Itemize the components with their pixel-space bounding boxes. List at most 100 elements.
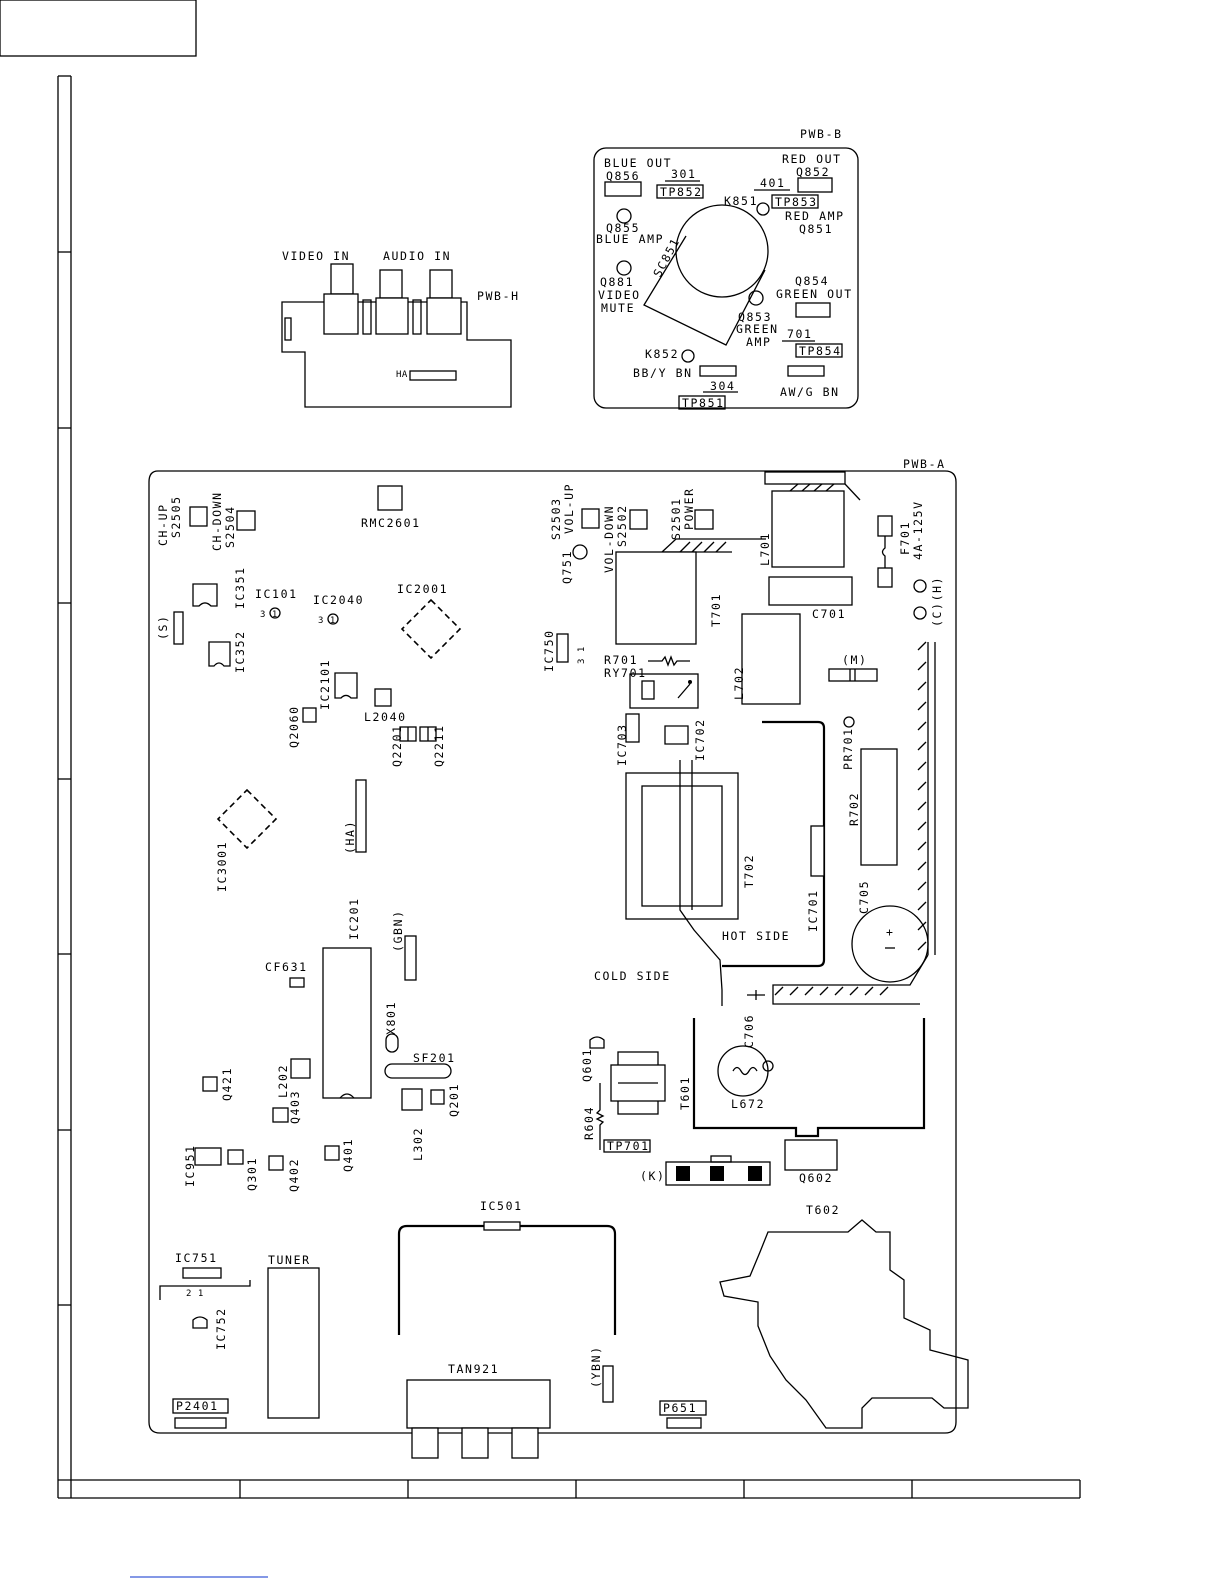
label-q421: Q421 <box>220 1067 234 1101</box>
ic752-part <box>192 1316 208 1329</box>
ic751-part <box>182 1267 222 1279</box>
filter-sf201 <box>384 1063 452 1079</box>
label-q403: Q403 <box>288 1090 302 1124</box>
label-p2401: P2401 <box>176 1399 219 1413</box>
label-q301: Q301 <box>245 1157 259 1191</box>
label-cf631: CF631 <box>265 960 308 974</box>
label-red-amp: RED AMP <box>785 209 845 223</box>
switch-s2502 <box>629 509 648 530</box>
label-ic752: IC752 <box>214 1307 228 1350</box>
label-q852: Q852 <box>796 165 830 179</box>
transformer-t702-frame <box>625 772 739 920</box>
label-q856: Q856 <box>606 169 640 183</box>
resistor-r702 <box>860 748 898 866</box>
ic2101-part <box>334 672 358 699</box>
video-in-jack <box>330 263 354 295</box>
label-sf201: SF201 <box>413 1051 456 1065</box>
q2060-part <box>302 707 317 723</box>
label-green-out: GREEN OUT <box>776 287 853 301</box>
label-ic2101: IC2101 <box>318 659 332 710</box>
label-m-connector: (M) <box>842 653 868 667</box>
pwb-h-outline <box>281 301 512 408</box>
audio-in-jack-left <box>379 269 403 299</box>
label-l672: L672 <box>731 1097 765 1111</box>
label-green: GREEN <box>736 322 779 336</box>
label-video-in: VIDEO IN <box>282 249 350 263</box>
label-blue-amp: BLUE AMP <box>596 232 664 246</box>
label-t601: T601 <box>678 1076 692 1110</box>
label-ha-connector: (HA) <box>343 820 357 854</box>
label-c701: C701 <box>812 607 846 621</box>
gbn-connector <box>404 935 417 981</box>
label-q854: Q854 <box>795 274 829 288</box>
transformer-t701 <box>615 551 697 645</box>
ic750-part <box>556 633 569 663</box>
label-tp701: TP701 <box>607 1139 650 1153</box>
label-s2502: S2502 <box>615 504 629 547</box>
ic501-heatsink <box>397 1224 617 1335</box>
label-q881: Q881 <box>600 275 634 289</box>
ic3001-outline <box>216 788 278 850</box>
q881-part <box>616 260 632 276</box>
label-tp853: TP853 <box>775 195 818 209</box>
q402-part <box>268 1155 284 1171</box>
label-ic101-pins: 3 1 <box>260 610 278 620</box>
ha-connector-a <box>355 779 367 853</box>
label-awg-bn: AW/G BN <box>780 385 840 399</box>
label-t702: T702 <box>742 854 756 888</box>
audio-in-jack-right <box>429 269 453 299</box>
av-jack-tan921 <box>406 1379 551 1429</box>
coil-l2040 <box>374 688 392 707</box>
q852-part <box>797 177 833 193</box>
label-ry701: RY701 <box>604 666 647 680</box>
label-l302: L302 <box>411 1127 425 1161</box>
label-r604: R604 <box>582 1106 596 1140</box>
p2401-connector <box>174 1417 227 1429</box>
ic2001-outline <box>400 598 462 660</box>
label-s-connector: (S) <box>156 614 170 640</box>
label-hot-side: HOT SIDE <box>722 929 790 943</box>
flyback-transformer-t602 <box>719 1219 969 1429</box>
label-l2040: L2040 <box>364 710 407 724</box>
label-ic702: IC702 <box>693 718 707 761</box>
label-tp852: TP852 <box>660 185 703 199</box>
label-tan921: TAN921 <box>448 1362 499 1376</box>
label-ic750-pins: 3 1 <box>577 646 587 664</box>
ic351-part <box>192 583 218 607</box>
fuse-f701 <box>877 515 893 537</box>
label-q401: Q401 <box>341 1138 355 1172</box>
label-ic701: IC701 <box>806 889 820 932</box>
label-q853: Q853 <box>738 310 772 324</box>
label-k851: K851 <box>724 194 758 208</box>
label-rmc2601: RMC2601 <box>361 516 421 530</box>
label-t701: T701 <box>709 593 723 627</box>
label-r702: R702 <box>847 792 861 826</box>
label-ic951: IC951 <box>183 1144 197 1187</box>
label-q751: Q751 <box>560 550 574 584</box>
label-red-out: RED OUT <box>782 152 842 166</box>
q751-part <box>572 544 588 560</box>
page-frame <box>0 0 1081 1578</box>
ic951-part <box>194 1147 222 1166</box>
label-701: 701 <box>787 327 813 341</box>
s-connector <box>173 611 184 645</box>
switch-s2503 <box>581 508 600 529</box>
label-vol-up: VOL-UP <box>562 483 576 534</box>
label-ic3001: IC3001 <box>215 841 229 892</box>
ic702-part <box>664 725 689 745</box>
label-amp: AMP <box>746 335 772 349</box>
label-x801: X801 <box>384 1001 398 1035</box>
switch-s2501 <box>694 509 714 530</box>
label-401: 401 <box>760 176 786 190</box>
q403-part <box>272 1107 289 1123</box>
shield-bracket <box>692 1018 926 1138</box>
label-l702: L702 <box>732 666 746 700</box>
label-gbn-connector: (GBN) <box>391 909 405 952</box>
remote-sensor-rmc2601 <box>377 485 403 511</box>
label-audio-in: AUDIO IN <box>383 249 451 263</box>
line-filter-l701 <box>771 490 845 568</box>
relay-ry701 <box>629 673 699 709</box>
label-q851: Q851 <box>799 222 833 236</box>
coil-l302 <box>401 1088 423 1111</box>
